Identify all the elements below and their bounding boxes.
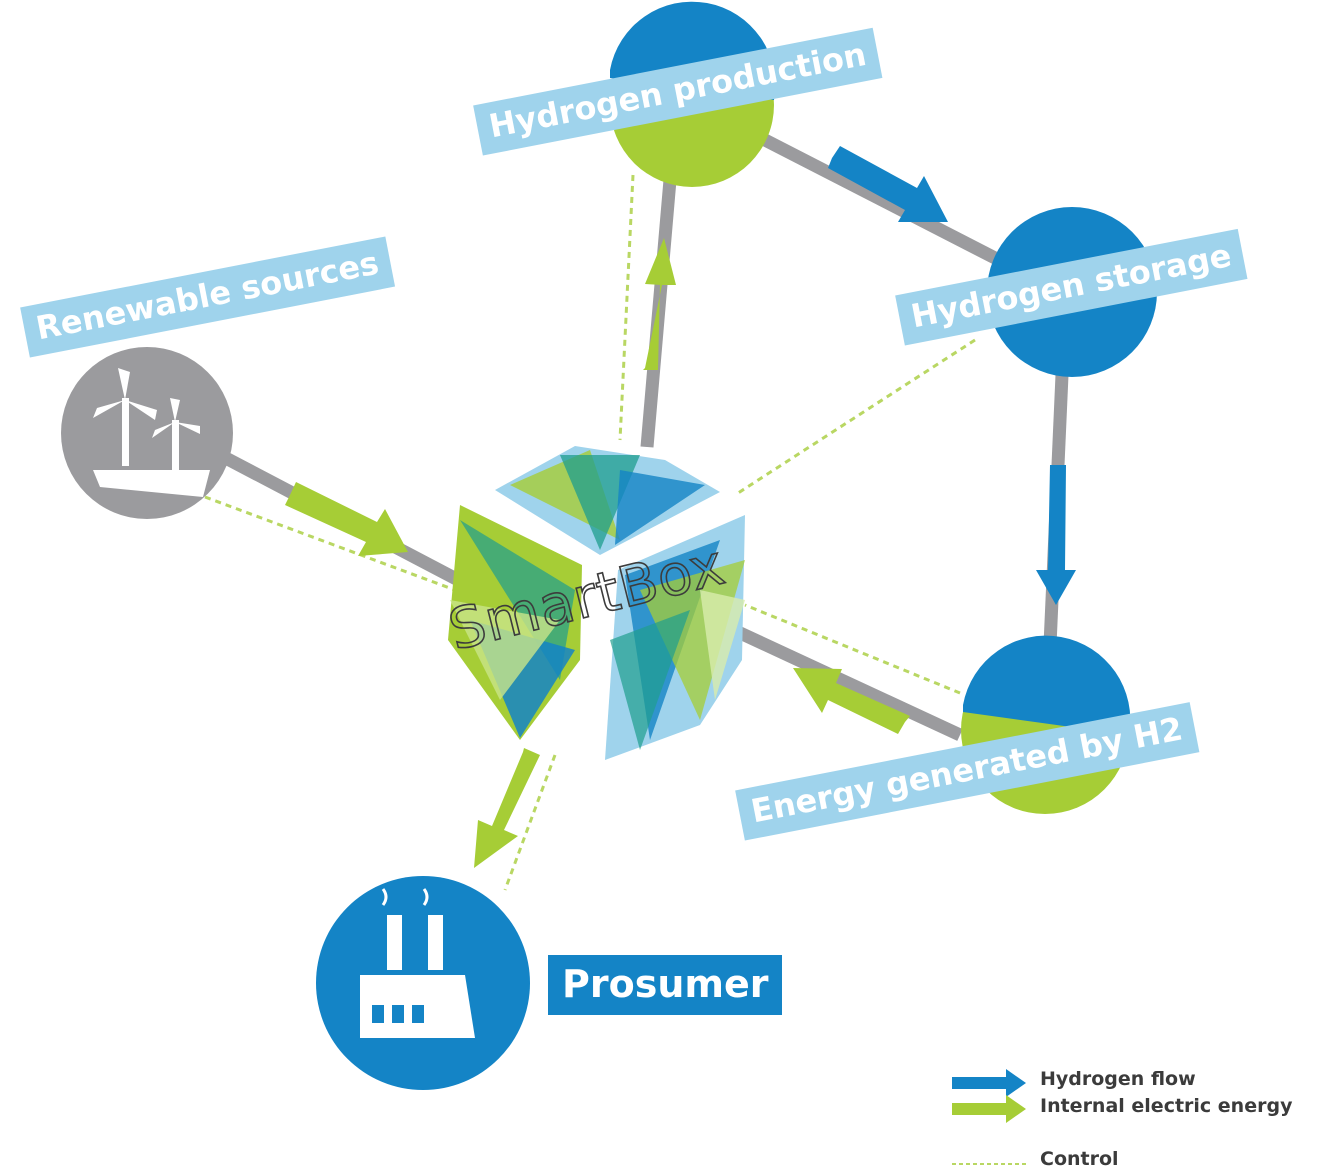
legend-electric-label: Internal electric energy — [1040, 1095, 1293, 1117]
legend-hydrogen-flow-label: Hydrogen flow — [1040, 1068, 1196, 1090]
connector-energy-smartbox — [735, 626, 963, 741]
label-prosumer: Prosumer — [548, 955, 783, 1015]
smartbox-logo — [448, 446, 745, 760]
node-renewable — [61, 347, 233, 519]
legend-control-label: Control — [1040, 1148, 1119, 1170]
arrow-storage-to-energy — [1036, 465, 1076, 605]
factory-icon — [360, 888, 475, 1038]
control-line-prosumer — [503, 754, 557, 891]
control-line-storage — [734, 338, 976, 497]
arrow-renewable-to-smartbox — [285, 482, 408, 556]
control-line-production — [618, 174, 635, 441]
control-lines — [204, 174, 976, 891]
hydrogen-arrows — [828, 146, 1076, 605]
legend-hydrogen-arrow — [952, 1069, 1026, 1097]
arrow-production-to-storage — [828, 146, 948, 222]
legend-electric-arrow — [952, 1095, 1026, 1123]
node-prosumer — [316, 876, 530, 1090]
connector-production-storage — [762, 134, 998, 264]
electric-arrows — [285, 238, 910, 868]
control-line-energy — [744, 603, 961, 695]
wind-turbines-icon — [93, 368, 210, 497]
control-line-renewable — [204, 495, 456, 592]
arrow-energy-to-smartbox — [793, 668, 910, 734]
renewable-circle — [61, 347, 233, 519]
arrow-smartbox-to-production — [643, 238, 676, 370]
arrow-smartbox-to-prosumer — [474, 748, 540, 868]
legend-graphics — [952, 1069, 1026, 1165]
energy-circle-blue — [963, 635, 1131, 735]
